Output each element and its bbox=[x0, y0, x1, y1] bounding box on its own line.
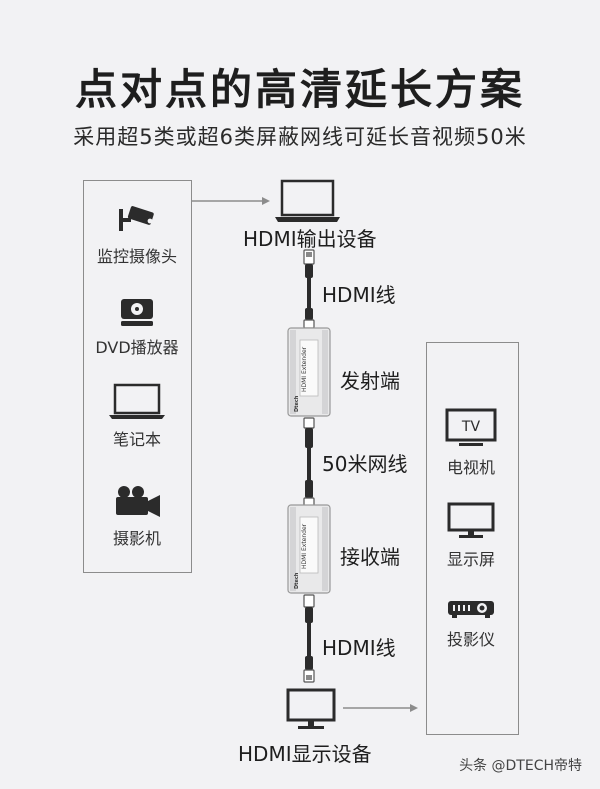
destination-label: 显示屏 bbox=[446, 550, 495, 569]
page-subtitle: 采用超5类或超6类屏蔽网线可延长音视频50米 bbox=[73, 125, 527, 149]
destination-label: 投影仪 bbox=[446, 630, 495, 649]
receiver-brand-text: Dtech bbox=[294, 572, 300, 589]
source-label: 笔记本 bbox=[112, 430, 161, 449]
receiver-device: HDMI Extender Dtech bbox=[287, 504, 331, 594]
destination-label: 电视机 bbox=[446, 458, 495, 477]
hdmi-output-label: HDMI输出设备 bbox=[243, 227, 377, 251]
receiver-label: 接收端 bbox=[340, 545, 400, 569]
transmitter-brand-text: Dtech bbox=[294, 395, 300, 412]
hdmi-display-label: HDMI显示设备 bbox=[238, 742, 372, 766]
source-item-video-camera: 摄影机 bbox=[72, 485, 202, 549]
hdmi-output-laptop-icon bbox=[275, 179, 340, 222]
hdmi-cable-1 bbox=[303, 249, 315, 329]
receiver-model-text: HDMI Extender bbox=[301, 523, 308, 569]
arrow-display-to-destinations bbox=[343, 704, 418, 712]
network-cable bbox=[303, 417, 315, 507]
video-camera-icon bbox=[116, 486, 160, 517]
page-title: 点对点的高清延长方案 bbox=[74, 65, 525, 114]
hdmi-cable-2-label: HDMI线 bbox=[322, 636, 396, 660]
destination-item-tv: TV 电视机 bbox=[406, 408, 536, 478]
tv-icon-text: TV bbox=[461, 419, 481, 435]
source-label: 摄影机 bbox=[112, 529, 161, 548]
security-camera-icon bbox=[119, 206, 154, 231]
source-devices-box bbox=[83, 180, 192, 573]
arrow-source-to-output bbox=[191, 197, 270, 205]
destination-item-monitor: 显示屏 bbox=[406, 502, 536, 570]
destination-devices-box bbox=[426, 342, 519, 735]
source-item-security-camera: 监控摄像头 bbox=[72, 205, 202, 267]
source-item-dvd-player: DVD播放器 bbox=[72, 298, 202, 358]
source-label: 监控摄像头 bbox=[96, 247, 177, 266]
transmitter-model-text: HDMI Extender bbox=[301, 346, 308, 392]
dvd-player-icon bbox=[121, 299, 153, 326]
projector-icon bbox=[448, 601, 494, 618]
laptop-icon bbox=[109, 383, 165, 419]
source-item-laptop: 笔记本 bbox=[72, 383, 202, 450]
tv-icon: TV bbox=[445, 408, 497, 446]
transmitter-device: HDMI Extender Dtech bbox=[287, 327, 331, 417]
source-label: DVD播放器 bbox=[95, 338, 179, 357]
hdmi-cable-2 bbox=[303, 594, 315, 683]
hdmi-display-monitor-icon bbox=[286, 688, 336, 729]
network-cable-label: 50米网线 bbox=[322, 452, 408, 476]
hdmi-cable-1-label: HDMI线 bbox=[322, 283, 396, 307]
destination-item-projector: 投影仪 bbox=[406, 598, 536, 650]
monitor-icon bbox=[447, 502, 495, 538]
watermark: 头条 @DTECH帝特 bbox=[459, 758, 582, 774]
transmitter-label: 发射端 bbox=[340, 369, 400, 393]
